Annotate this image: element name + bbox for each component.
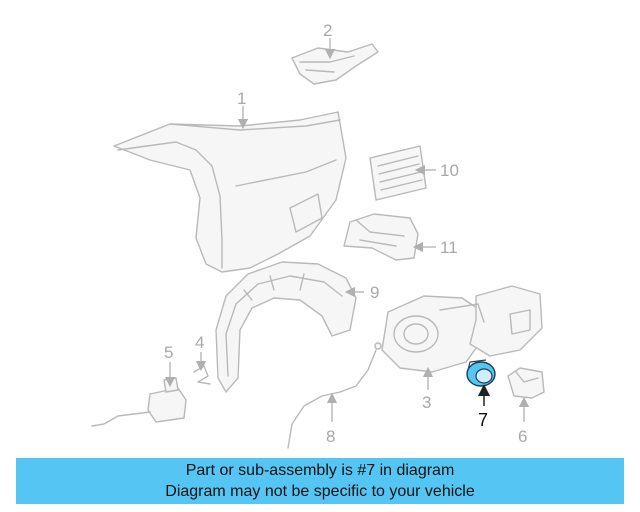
part-1-quarter-panel bbox=[113, 111, 347, 273]
callout-3: 3 bbox=[422, 393, 431, 412]
callout-11: 11 bbox=[440, 238, 458, 257]
callout-9: 9 bbox=[370, 283, 379, 302]
callout-7: 7 bbox=[478, 410, 488, 430]
fuel-door bbox=[439, 285, 543, 357]
banner-part-line: Part or sub-assembly is #7 in diagram bbox=[185, 462, 455, 479]
part-3-fuel-housing bbox=[381, 295, 483, 373]
callout-1: 1 bbox=[237, 89, 246, 108]
callout-10: 10 bbox=[440, 161, 459, 180]
part-9-wheelhouse-liner bbox=[215, 261, 357, 393]
info-banner: Part or sub-assembly is #7 in diagram Di… bbox=[16, 458, 624, 504]
part-7-grommet[interactable] bbox=[466, 359, 496, 387]
callout-2: 2 bbox=[323, 21, 332, 40]
part-2-bracket bbox=[291, 43, 379, 85]
part-5-actuator bbox=[91, 377, 187, 427]
part-6-switch bbox=[507, 367, 545, 399]
part-11-bracket bbox=[343, 213, 419, 261]
part-4-spring bbox=[193, 365, 211, 385]
callout-5: 5 bbox=[164, 343, 173, 362]
parts-diagram: 2 1 10 11 9 3 4 5 6 8 7 bbox=[91, 21, 545, 449]
banner-disclaimer-line: Diagram may not be specific to your vehi… bbox=[165, 483, 475, 500]
callout-4: 4 bbox=[195, 333, 204, 352]
callout-6: 6 bbox=[518, 427, 527, 446]
part-10-vent bbox=[369, 145, 427, 201]
callout-8: 8 bbox=[326, 427, 335, 446]
